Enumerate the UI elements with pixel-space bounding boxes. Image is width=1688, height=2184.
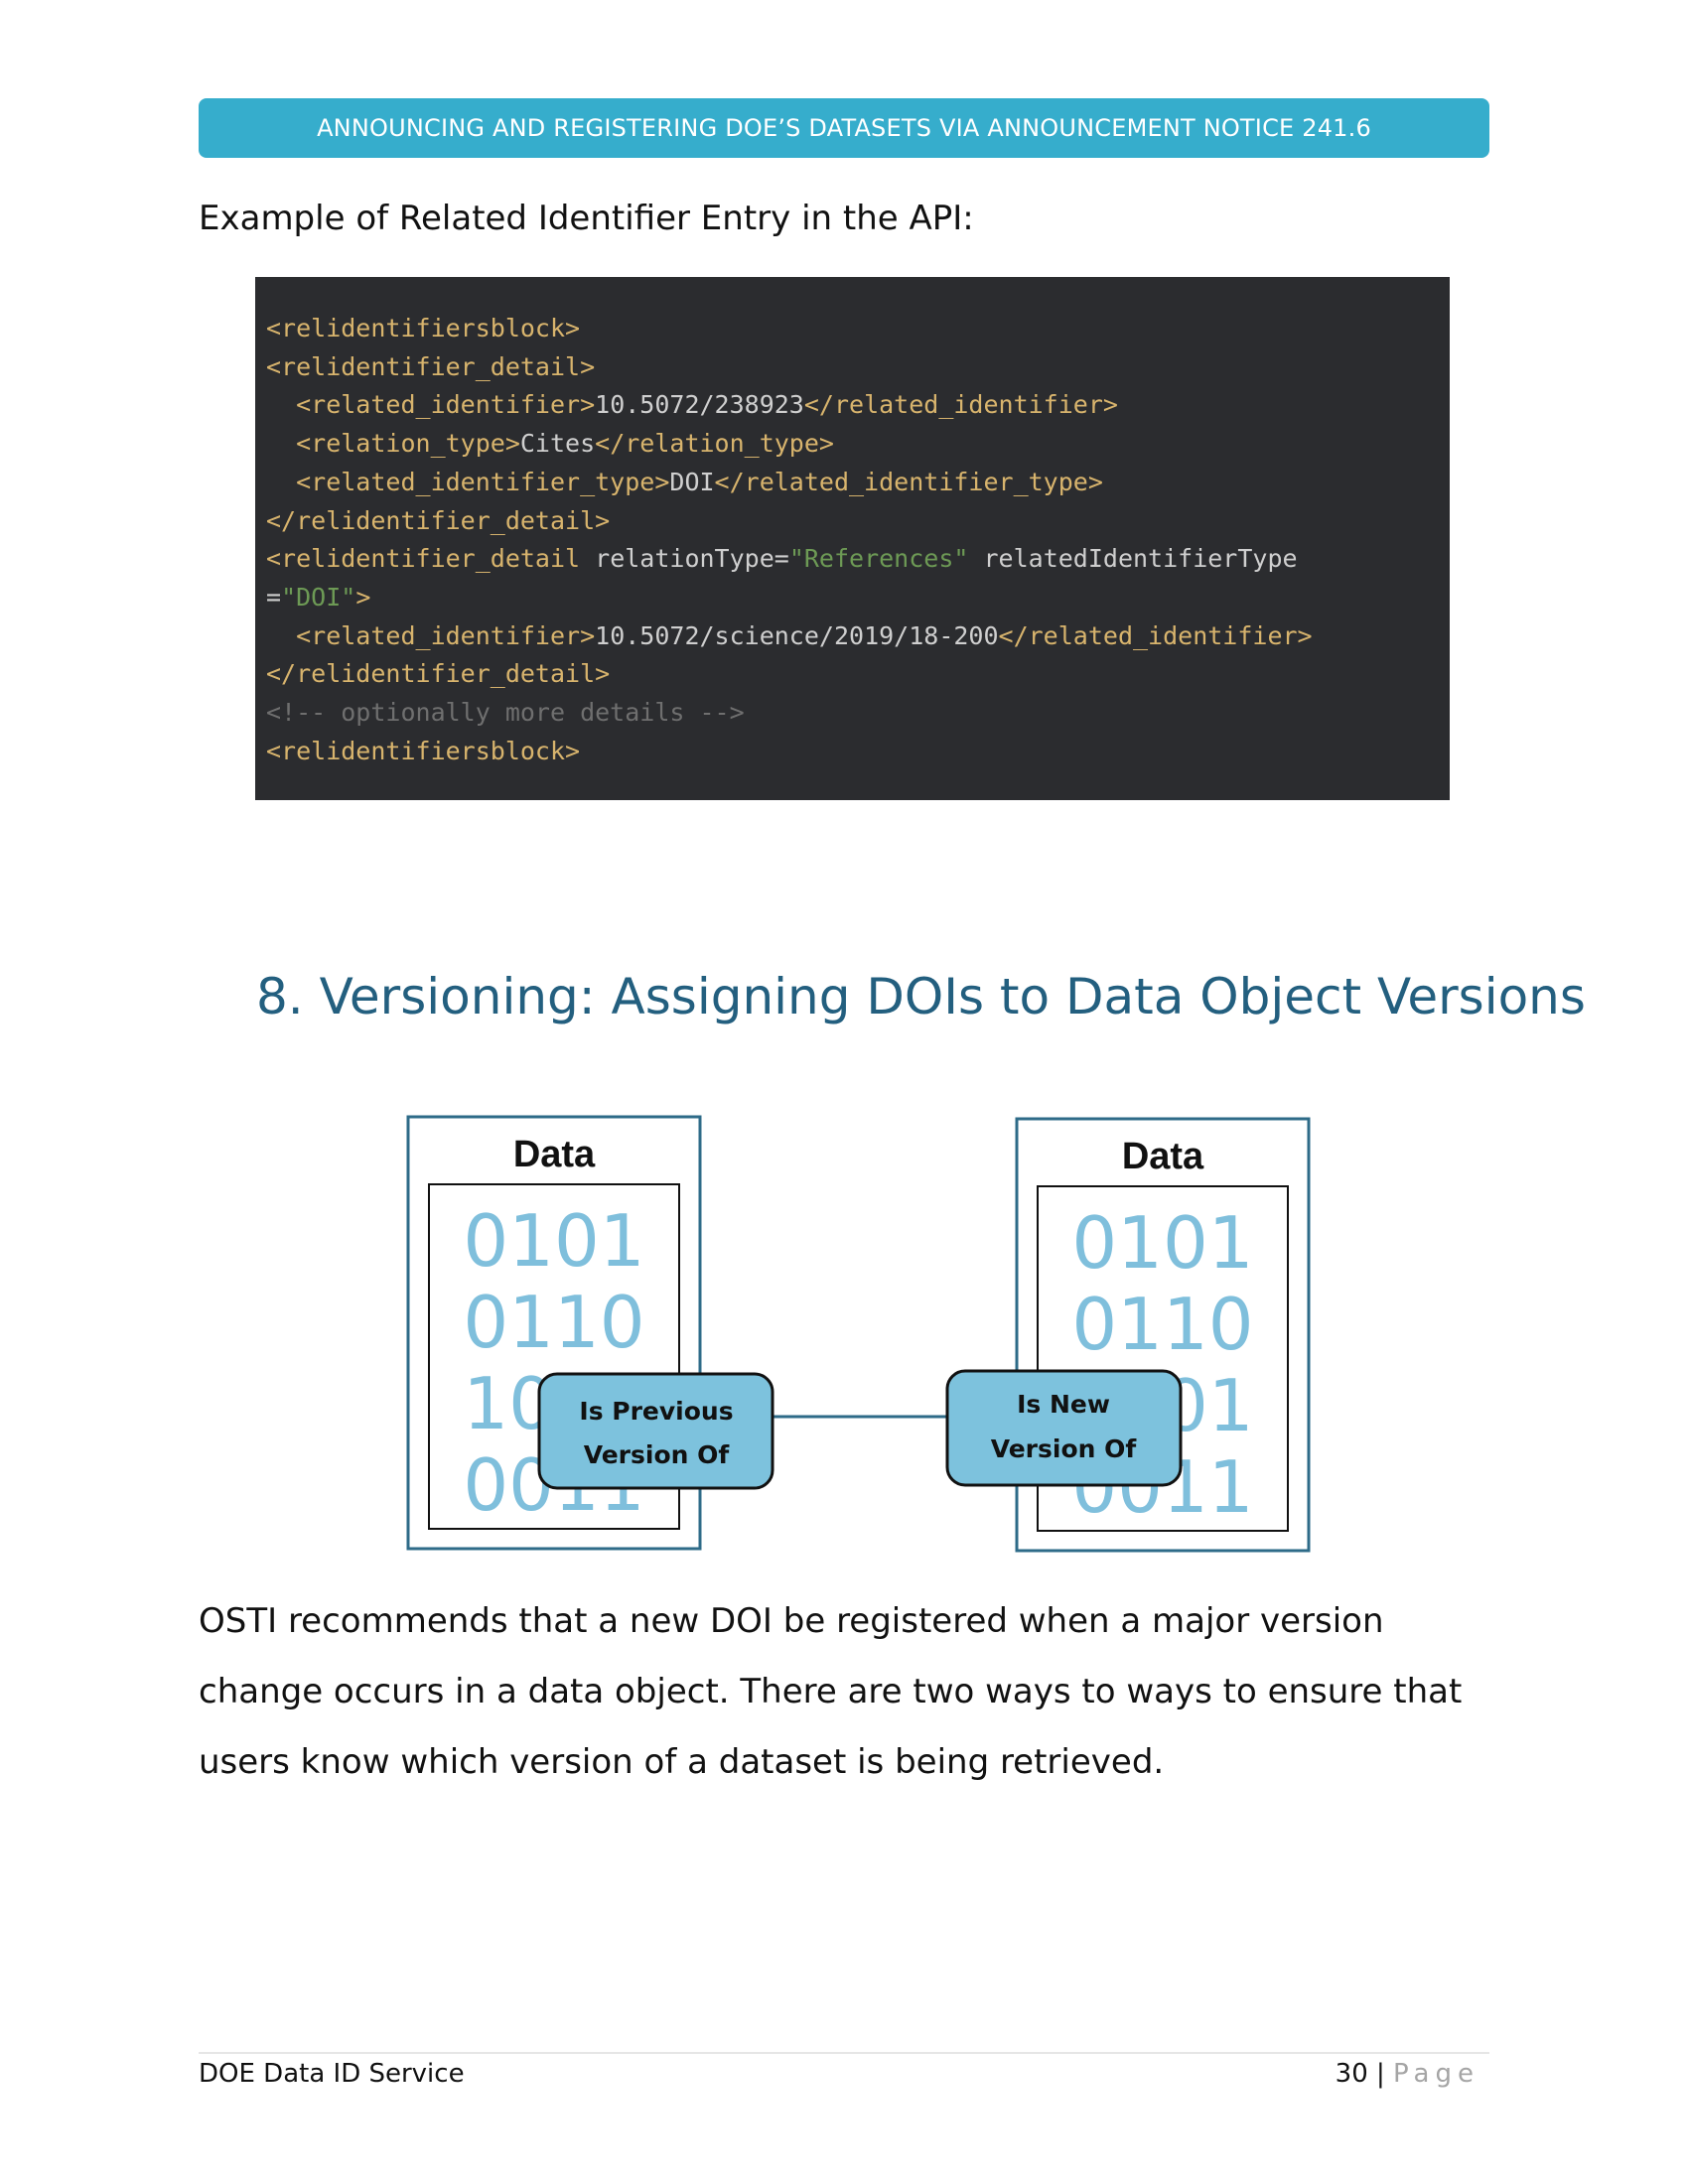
code-line: <relidentifiersblock> bbox=[266, 309, 580, 347]
code-token: <related_identifier_type> bbox=[266, 467, 670, 496]
code-line: <related_identifier>10.5072/238923</rela… bbox=[266, 385, 1118, 424]
code-line: ="DOI"> bbox=[266, 578, 370, 616]
document-header-title: ANNOUNCING AND REGISTERING DOE’S DATASET… bbox=[317, 114, 1371, 142]
code-token: </related_identifier> bbox=[803, 390, 1118, 420]
body-paragraph: OSTI recommends that a new DOI be regist… bbox=[199, 1601, 1463, 1782]
code-token: </relation_type> bbox=[595, 429, 834, 459]
page-word: Page bbox=[1393, 2059, 1479, 2089]
new-version-label-box bbox=[945, 1369, 1183, 1487]
right-data-inner bbox=[1037, 1185, 1289, 1532]
document-header-bar: ANNOUNCING AND REGISTERING DOE’S DATASET… bbox=[199, 98, 1489, 158]
code-token: </relidentifier_detail> bbox=[266, 659, 611, 689]
previous-version-label-line1: Is Previous bbox=[579, 1397, 733, 1426]
code-line: <related_identifier_type>DOI</related_id… bbox=[266, 463, 1103, 501]
code-token: <relidentifier_detail bbox=[266, 544, 596, 574]
code-line: <relation_type>Cites</relation_type> bbox=[266, 424, 834, 463]
code-line: <related_identifier>10.5072/science/2019… bbox=[266, 616, 1313, 655]
left-bits-1: 0101 bbox=[463, 1199, 644, 1283]
code-line: </relidentifier_detail> bbox=[266, 501, 610, 540]
right-bits-4: 0011 bbox=[1071, 1445, 1253, 1529]
code-token: <related_identifier> bbox=[266, 390, 596, 420]
code-token: 10.5072/science/2019/18-200 bbox=[595, 620, 999, 650]
code-token: relatedIdentifierType bbox=[968, 544, 1298, 574]
code-line: <relidentifier_detail> bbox=[266, 347, 595, 386]
code-token: </related_identifier> bbox=[998, 620, 1313, 650]
page-separator: | bbox=[1376, 2059, 1385, 2089]
code-token: = bbox=[266, 582, 282, 612]
code-line: <relidentifier_detail relationType="Refe… bbox=[266, 539, 1298, 578]
code-token: </related_identifier_type> bbox=[714, 467, 1103, 496]
code-token: <related_identifier> bbox=[266, 620, 596, 650]
right-bits-2: 0110 bbox=[1071, 1283, 1253, 1366]
code-token: <relidentifier_detail> bbox=[266, 351, 596, 381]
left-bits-2: 0110 bbox=[463, 1281, 644, 1364]
code-token: > bbox=[355, 582, 371, 612]
left-data-title: Data bbox=[513, 1134, 596, 1175]
code-token: DOI bbox=[669, 467, 715, 496]
right-bits-1: 0101 bbox=[1071, 1201, 1253, 1285]
code-token: <!-- optionally more details --> bbox=[266, 698, 745, 727]
footer-page-indicator: 30 | Page bbox=[1336, 2059, 1479, 2089]
code-block: <relidentifiersblock> <relidentifier_deta… bbox=[255, 277, 1450, 800]
footer-divider bbox=[199, 2052, 1489, 2054]
code-token: <relidentifiersblock> bbox=[266, 736, 581, 765]
new-version-label-line1: Is New bbox=[1017, 1390, 1110, 1419]
code-example-caption: Example of Related Identifier Entry in t… bbox=[199, 199, 974, 238]
left-data-frame bbox=[406, 1115, 702, 1551]
footer-service-name: DOE Data ID Service bbox=[199, 2059, 465, 2089]
section-title: 8. Versioning: Assigning DOIs to Data Ob… bbox=[256, 968, 1586, 1025]
right-data-title: Data bbox=[1122, 1136, 1204, 1177]
left-data-inner bbox=[428, 1183, 680, 1530]
code-token: 10.5072/238923 bbox=[595, 390, 804, 420]
right-data-frame bbox=[1015, 1117, 1311, 1553]
code-token: "References" bbox=[788, 544, 969, 574]
previous-version-label-box bbox=[537, 1372, 774, 1490]
code-token: Cites bbox=[519, 429, 596, 459]
right-bits-3: 1001 bbox=[1071, 1364, 1253, 1447]
code-token: <relidentifiersblock> bbox=[266, 314, 581, 342]
code-token: relationType= bbox=[595, 544, 789, 574]
code-token: <relation_type> bbox=[266, 429, 520, 459]
code-line: <!-- optionally more details --> bbox=[266, 693, 745, 732]
previous-version-label-line2: Version Of bbox=[584, 1440, 731, 1469]
code-token: </relidentifier_detail> bbox=[266, 505, 611, 535]
new-version-label-line2: Version Of bbox=[991, 1434, 1138, 1463]
code-token: "DOI" bbox=[281, 582, 356, 612]
page-number: 30 bbox=[1335, 2059, 1368, 2089]
left-bits-3: 1001 bbox=[463, 1362, 644, 1445]
code-line: <relidentifiersblock> bbox=[266, 732, 580, 770]
code-line: </relidentifier_detail> bbox=[266, 654, 610, 693]
left-bits-4: 0011 bbox=[463, 1443, 644, 1527]
